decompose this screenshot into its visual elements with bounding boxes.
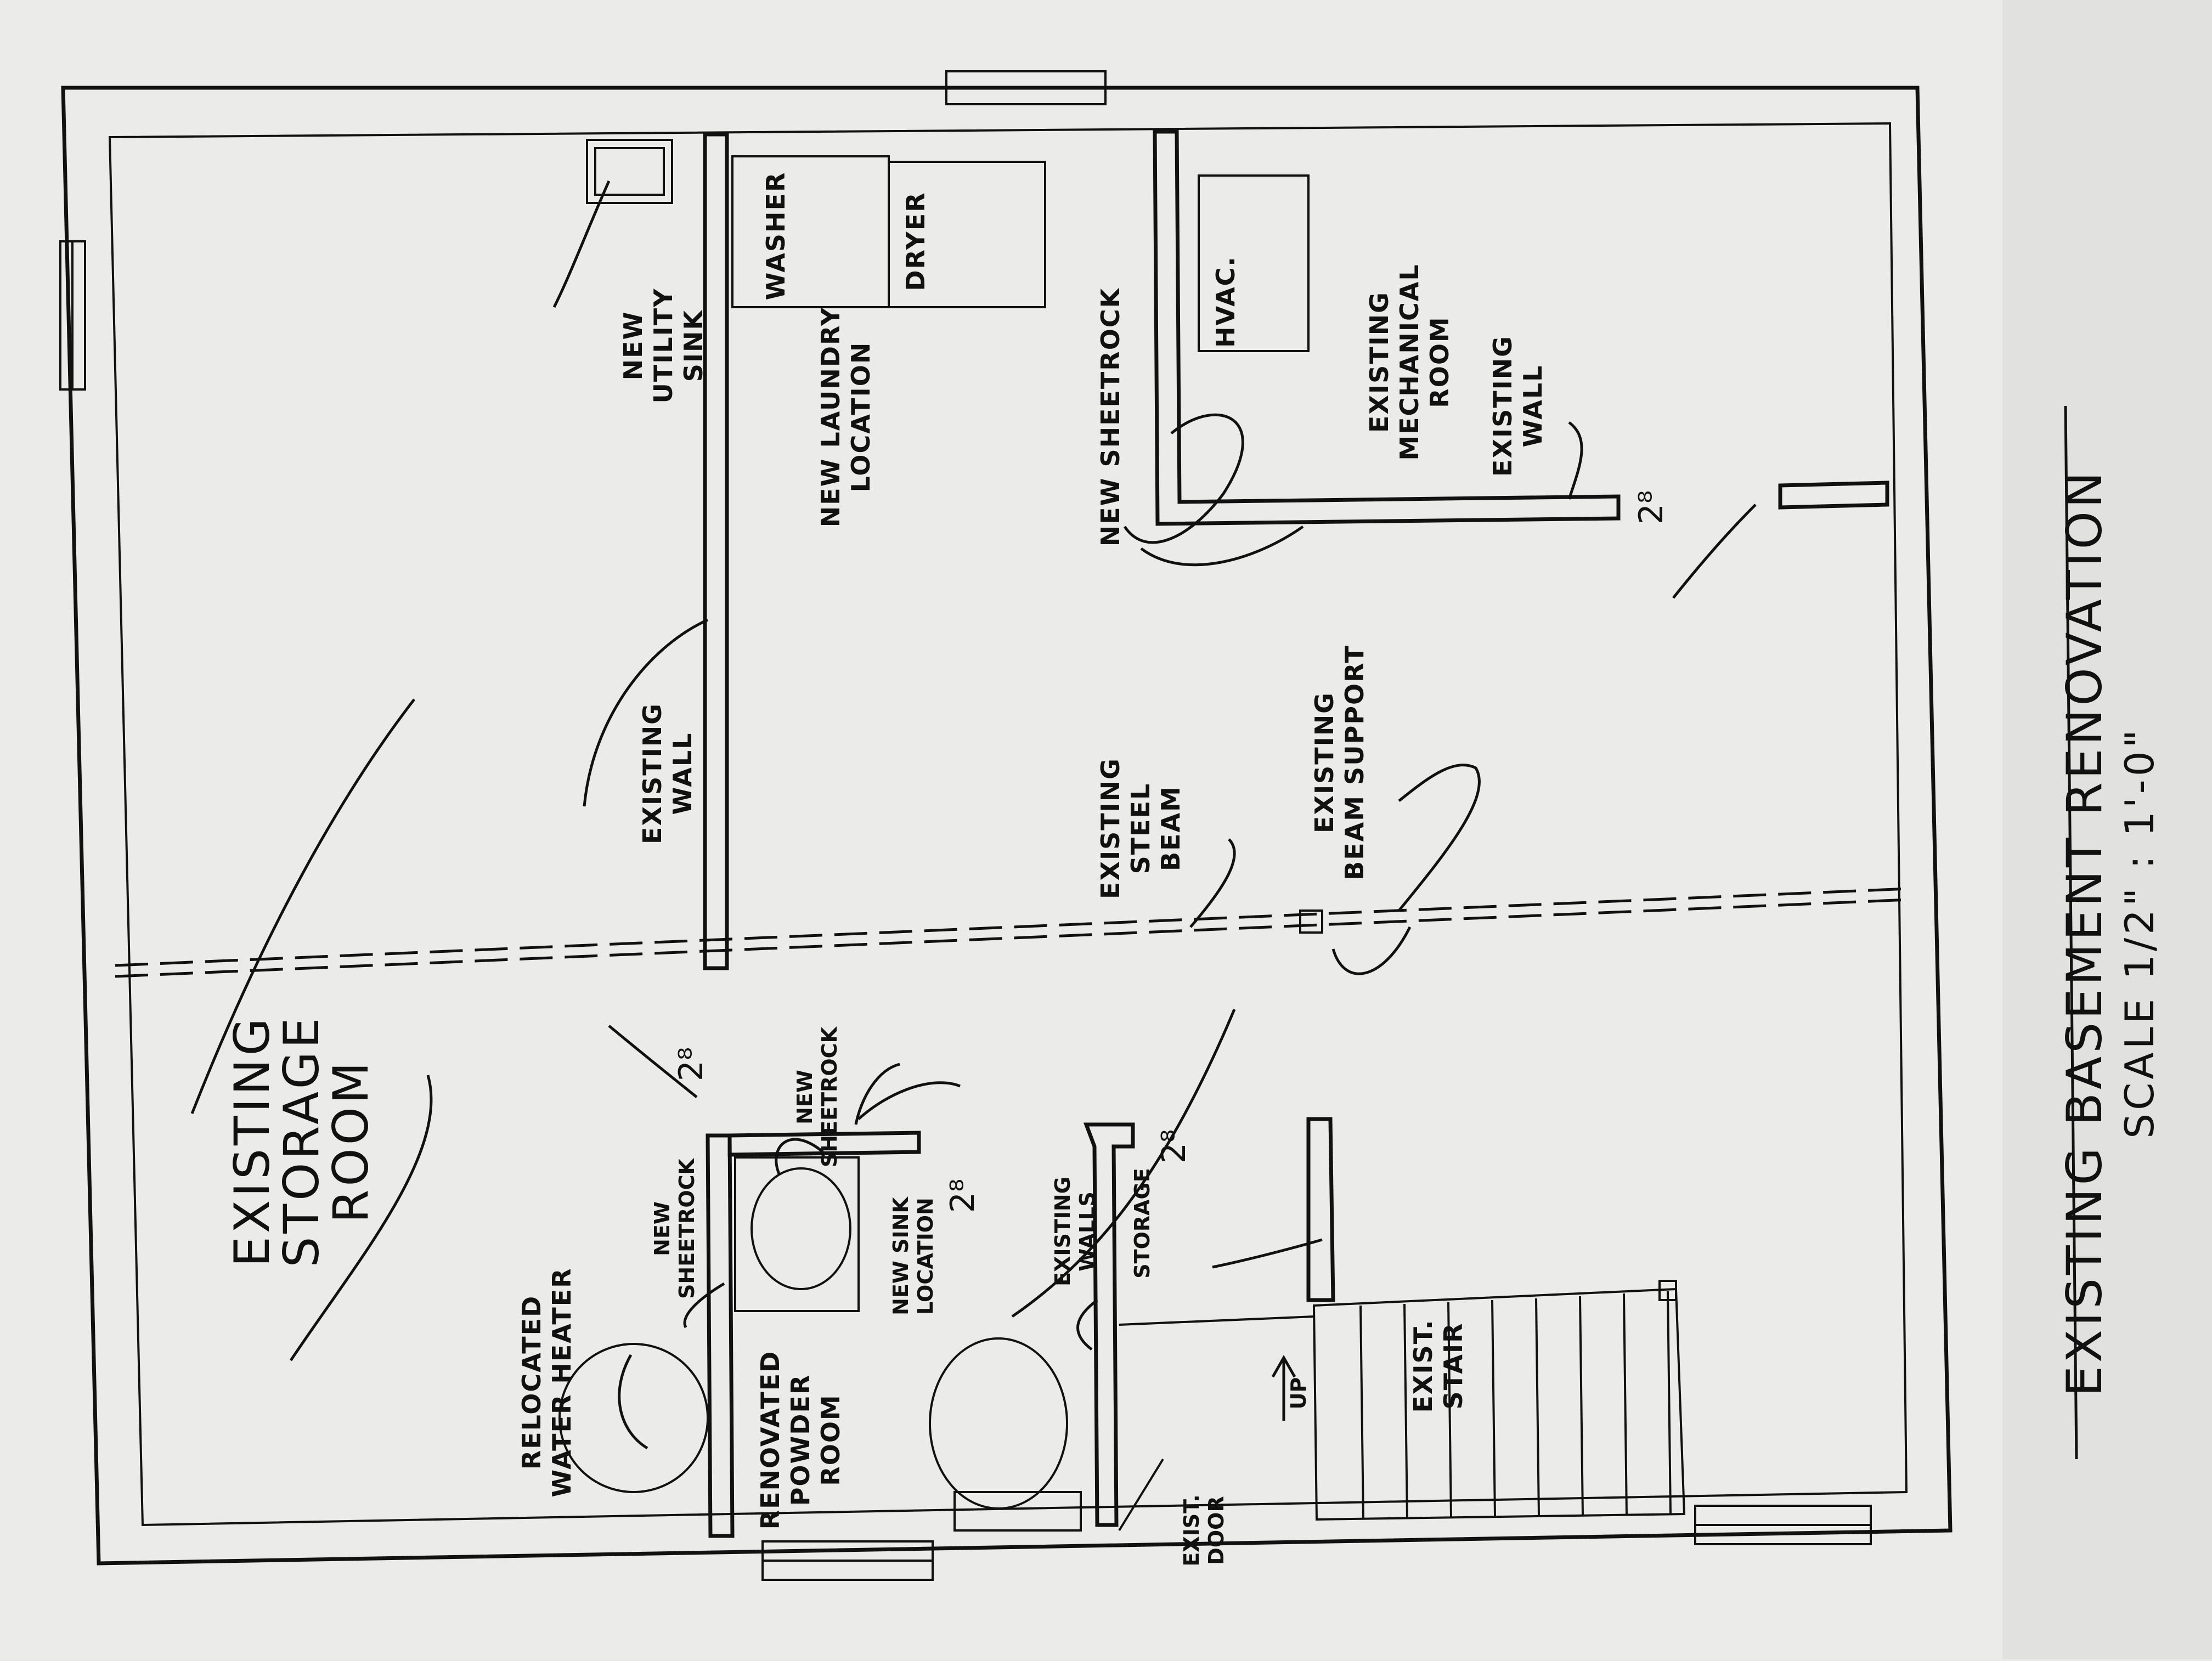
storage-room-line-3: ROOM [323,1059,379,1223]
dryer-text: DRYER [901,191,930,291]
water-heater-line-2: WATER HEATER [547,1267,577,1497]
leader-lines [190,180,1757,1450]
label-exist-stair: EXIST. STAIR [1408,1319,1468,1413]
label-existing-steel-beam: EXISTING STEEL BEAM [1096,758,1186,899]
up-text: UP [1286,1377,1311,1410]
ceiling-height-4: 2⁸ [1155,1129,1193,1163]
new-sheetrock-top-text: NEW SHEETROCK [1096,287,1125,546]
laundry-appliances [731,155,1046,308]
windows [59,70,1872,1581]
label-renovated-powder-room: RENOVATED POWDER ROOM [755,1351,845,1530]
label-relocated-water-heater: RELOCATED WATER HEATER [517,1267,577,1497]
utility-sink-line-1: NEW [618,311,648,381]
powder-room-line-1: RENOVATED [755,1351,785,1530]
label-up: UP [1286,1377,1311,1410]
hvac-text: HVAC. [1211,256,1240,348]
label-new-utility-sink: NEW UTILITY SINK [618,288,708,404]
beam-support-line-2: BEAM SUPPORT [1340,645,1369,880]
exist-door-line-1: EXIST. [1180,1494,1204,1566]
ceiling-height-4-text: 2⁸ [1155,1129,1193,1163]
label-existing-wall-left: EXISTING WALL [637,703,697,844]
label-new-laundry-location: NEW LAUNDRY LOCATION [816,307,876,527]
laundry-line-2: LOCATION [846,342,876,493]
exist-door-line-2: DOOR [1204,1496,1228,1564]
storage-room-line-1: EXISTING [224,1015,280,1267]
steel-beam-line [115,887,1910,978]
washer-text: WASHER [761,172,791,301]
steel-beam-line-3: BEAM [1156,786,1186,871]
existing-wall-right-line-2: WALL [1518,365,1548,448]
steel-beam-line-2: STEEL [1126,783,1155,874]
exterior-walls [61,86,1953,1566]
storage-room-line-2: STORAGE [273,1015,330,1268]
existing-walls-line-1: EXISTING [1051,1177,1075,1286]
label-existing-beam-support: EXISTING BEAM SUPPORT [1310,645,1369,880]
label-new-sheetrock-top: NEW SHEETROCK [1096,287,1125,546]
label-existing-mechanical-room: EXISTING MECHANICAL ROOM [1364,263,1454,460]
title-block: EXISTING BASEMENT RENOVATION SCALE 1/2" … [2056,468,2163,1397]
water-heater-line-1: RELOCATED [517,1295,546,1470]
hvac-unit [1198,174,1310,352]
beam-support-line-1: EXISTING [1310,692,1339,833]
new-sink-line-2: LOCATION [913,1197,938,1315]
label-new-sink-location: NEW SINK LOCATION [889,1196,938,1315]
mechanical-line-1: EXISTING [1364,291,1394,433]
sheetrock-left-line-2: SHEETROCK [675,1157,699,1298]
drawing-scale: SCALE 1/2" : 1'-0" [2117,726,2163,1138]
existing-walls-line-2: WALLS [1075,1191,1099,1271]
powder-room-fixtures [734,1156,1082,1532]
mechanical-line-3: ROOM [1425,316,1454,408]
label-washer: WASHER [761,172,791,301]
interior-walls [703,129,1889,1538]
ceiling-height-1: 2⁸ [1632,490,1671,524]
drawing-title: EXISTING BASEMENT RENOVATION [2056,468,2113,1397]
label-exist-door: EXIST. DOOR [1180,1494,1228,1566]
new-sink-line-1: NEW SINK [889,1196,913,1315]
existing-wall-right-line-1: EXISTING [1488,335,1517,477]
sheetrock-center-line-1: NEW [793,1070,817,1125]
label-existing-walls: EXISTING WALLS [1051,1177,1099,1286]
label-hvac: HVAC. [1211,256,1240,348]
sheetrock-left-line-1: NEW [650,1201,674,1256]
exist-stair-line-1: EXIST. [1408,1319,1438,1413]
steel-beam-line-1: EXISTING [1096,758,1125,899]
title-underline [2064,405,2078,1460]
storage-text: STORAGE [1130,1168,1154,1278]
ceiling-height-3-text: 2⁸ [944,1179,982,1213]
ceiling-height-2-text: 2⁸ [672,1047,710,1081]
powder-room-line-2: POWDER [786,1374,815,1506]
existing-wall-left-line-1: EXISTING [637,703,667,844]
ceiling-height-3: 2⁸ [944,1179,982,1213]
label-existing-storage-room: EXISTING STORAGE ROOM [224,1015,379,1268]
laundry-line-1: NEW LAUNDRY [816,307,845,527]
water-heater-symbol [558,1343,709,1493]
existing-wall-left-line-2: WALL [668,732,697,815]
label-storage: STORAGE [1130,1168,1154,1278]
exist-stair-line-2: STAIR [1438,1322,1468,1409]
utility-sink-line-3: SINK [679,309,708,382]
label-new-sheetrock-center: NEW SHEETROCK [793,1026,842,1167]
mechanical-line-2: MECHANICAL [1395,263,1424,460]
label-dryer: DRYER [901,191,930,291]
powder-room-line-3: ROOM [816,1394,845,1485]
sheetrock-center-line-2: SHEETROCK [817,1026,842,1167]
utility-sink-line-2: UTILITY [648,288,678,404]
label-existing-wall-right: EXISTING WALL [1488,335,1548,477]
existing-stair [1271,1280,1686,1521]
exist-door-swing [1118,1315,1314,1532]
label-new-sheetrock-left: NEW SHEETROCK [650,1157,699,1298]
ceiling-height-2: 2⁸ [672,1047,710,1081]
utility-sink [586,139,673,204]
ceiling-height-1-text: 2⁸ [1632,490,1671,524]
